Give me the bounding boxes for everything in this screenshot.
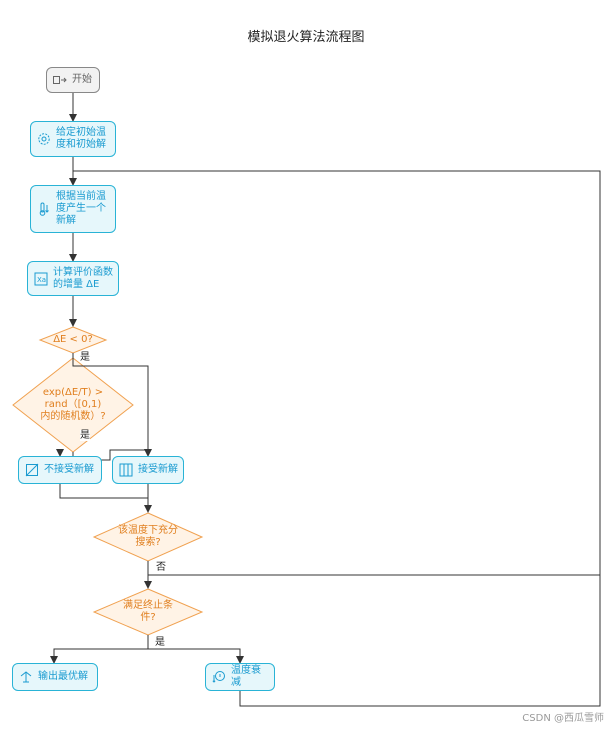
output-label: 输出最优解 xyxy=(38,671,88,682)
edge-label-delta-yes: 是 xyxy=(80,352,90,363)
init-label: 给定初始温度和初始解 xyxy=(56,127,106,150)
cool-label: 温度衰减 xyxy=(231,665,261,688)
edge-label-prob-yes: 是 xyxy=(80,430,90,441)
reject-label: 不接受新解 xyxy=(44,464,94,475)
cool-node: 温度衰减 xyxy=(205,663,275,691)
edge-loop-back xyxy=(73,170,601,576)
edge-label-stop-yes: 是 xyxy=(155,637,165,648)
edge-delta-yes-accept xyxy=(72,353,152,457)
edge-stop-split xyxy=(50,635,149,664)
evaluate-label: 计算评价函数的增量 ΔE xyxy=(53,266,113,290)
edge-reject-down xyxy=(59,484,148,499)
cancel-icon xyxy=(25,463,39,477)
decision-prob-label: exp(ΔE/T) > rand（[0,1) 内的随机数）? xyxy=(40,387,106,422)
output-icon xyxy=(19,670,33,684)
start-icon xyxy=(53,73,67,87)
accept-icon xyxy=(119,463,133,477)
edge-stop-cool xyxy=(148,648,244,664)
start-label: 开始 xyxy=(72,74,92,85)
accept-node: 接受新解 xyxy=(112,456,184,484)
generate-label: 根据当前温度产生一个新解 xyxy=(56,191,106,226)
init-node: 给定初始温度和初始解 xyxy=(30,121,116,157)
svg-text:Xa: Xa xyxy=(37,276,46,284)
thermometer-icon xyxy=(37,202,51,216)
decision-search-label: 该温度下充分搜索? xyxy=(118,525,178,548)
decision-delta-label: ΔE < 0? xyxy=(53,334,93,345)
reject-node: 不接受新解 xyxy=(18,456,102,484)
generate-node: 根据当前温度产生一个新解 xyxy=(30,185,116,233)
temperature-down-icon xyxy=(212,670,226,684)
diagram-title: 模拟退火算法流程图 xyxy=(247,30,365,45)
accept-label: 接受新解 xyxy=(138,464,178,475)
start-node: 开始 xyxy=(46,67,100,93)
watermark: CSDN @西瓜雪师 xyxy=(522,713,604,724)
evaluate-node: Xa 计算评价函数的增量 ΔE xyxy=(27,261,119,296)
edge-label-search-no: 否 xyxy=(156,562,166,573)
edge-cool-loop xyxy=(239,575,601,707)
decision-stop-label: 满足终止条件? xyxy=(123,600,173,623)
function-icon: Xa xyxy=(34,272,48,286)
settings-icon xyxy=(37,132,51,146)
output-node: 输出最优解 xyxy=(12,663,98,691)
